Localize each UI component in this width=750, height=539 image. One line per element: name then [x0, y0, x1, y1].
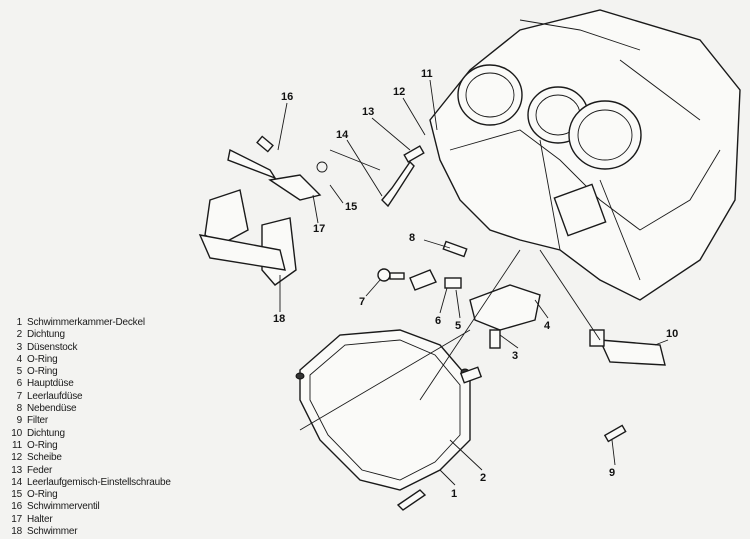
callout-5: 5 [455, 320, 461, 332]
legend-label: Leerlaufgemisch-Einstellschraube [27, 476, 171, 488]
callout-12: 12 [393, 86, 405, 98]
legend-number: 4 [16, 353, 23, 365]
legend-label: Dichtung [27, 427, 65, 439]
legend-number: 3 [16, 341, 23, 353]
legend-item: 7 Leerlaufdüse [6, 391, 186, 403]
callout-15: 15 [345, 201, 357, 213]
legend-number: 9 [16, 415, 23, 427]
legend-number: 8 [16, 403, 23, 415]
legend-label: O-Ring [27, 366, 58, 378]
legend-item: 12 Scheibe [6, 452, 186, 464]
legend-item: 9 Filter [6, 415, 186, 427]
legend-item: 17 Halter [6, 514, 186, 526]
legend-number: 16 [11, 501, 22, 513]
legend-item: 6 Hauptdüse [6, 378, 186, 390]
legend-number: 6 [16, 378, 23, 390]
legend-label: Feder [27, 464, 53, 476]
callout-1: 1 [451, 488, 457, 500]
legend-label: Scheibe [27, 452, 62, 464]
legend-item: 3 Düsenstock [6, 342, 186, 354]
legend-item: 4 O-Ring [6, 354, 186, 366]
callout-3: 3 [512, 350, 518, 362]
callout-10: 10 [666, 328, 678, 340]
legend-number: 5 [16, 366, 23, 378]
callout-4: 4 [544, 320, 551, 332]
legend-number: 12 [11, 452, 22, 464]
legend-number: 10 [11, 427, 22, 439]
leader-lines [277, 79, 669, 486]
callout-17: 17 [313, 223, 325, 235]
legend-number: 17 [11, 513, 22, 525]
small-parts [299, 145, 666, 443]
legend-label: O-Ring [27, 353, 58, 365]
legend-item: 15 O-Ring [6, 489, 186, 501]
float [198, 135, 328, 286]
carburetor-body [429, 9, 741, 301]
legend-item: 11 O-Ring [6, 440, 186, 452]
legend-item: 8 Nebendüse [6, 403, 186, 415]
legend-label: O-Ring [27, 439, 58, 451]
legend-item: 2 Dichtung [6, 329, 186, 341]
legend-label: Halter [27, 513, 53, 525]
legend-label: O-Ring [27, 489, 58, 501]
legend-label: Leerlaufdüse [27, 390, 83, 402]
legend-item: 18 Schwimmer [6, 526, 186, 538]
legend-item: 16 Schwimmerventil [6, 501, 186, 513]
float-chamber-cover [295, 329, 471, 511]
callout-18: 18 [273, 313, 285, 325]
legend-number: 1 [16, 317, 23, 328]
legend-label: Schwimmer [27, 526, 78, 538]
legend-number: 11 [12, 439, 22, 451]
legend-item: 1 Schwimmerkammer-Deckel [6, 317, 186, 329]
callout-16: 16 [281, 91, 293, 103]
legend-number: 2 [16, 329, 23, 341]
callout-14: 14 [336, 129, 349, 141]
legend-item: 10 Dichtung [6, 428, 186, 440]
callout-7: 7 [359, 296, 365, 308]
legend-label: Düsenstock [27, 341, 78, 353]
legend-label: Hauptdüse [27, 378, 74, 390]
legend-number: 7 [16, 390, 23, 402]
callout-13: 13 [362, 106, 374, 118]
legend-label: Dichtung [27, 329, 65, 341]
callout-2: 2 [480, 472, 486, 484]
legend-number: 18 [11, 526, 22, 538]
legend-item: 5 O-Ring [6, 366, 186, 378]
legend-item: 13 Feder [6, 465, 186, 477]
legend-number: 14 [11, 476, 22, 488]
legend-label: Schwimmerkammer-Deckel [27, 317, 145, 328]
legend-number: 13 [11, 464, 22, 476]
callout-9: 9 [609, 467, 615, 479]
legend-label: Filter [27, 415, 49, 427]
legend-label: Nebendüse [27, 403, 77, 415]
legend-item: 14 Leerlaufgemisch-Einstellschraube [6, 477, 186, 489]
legend-label: Schwimmerventil [27, 501, 100, 513]
callout-6: 6 [435, 315, 441, 327]
callout-8: 8 [409, 232, 415, 244]
legend-number: 15 [11, 489, 22, 501]
callout-11: 11 [421, 68, 433, 80]
